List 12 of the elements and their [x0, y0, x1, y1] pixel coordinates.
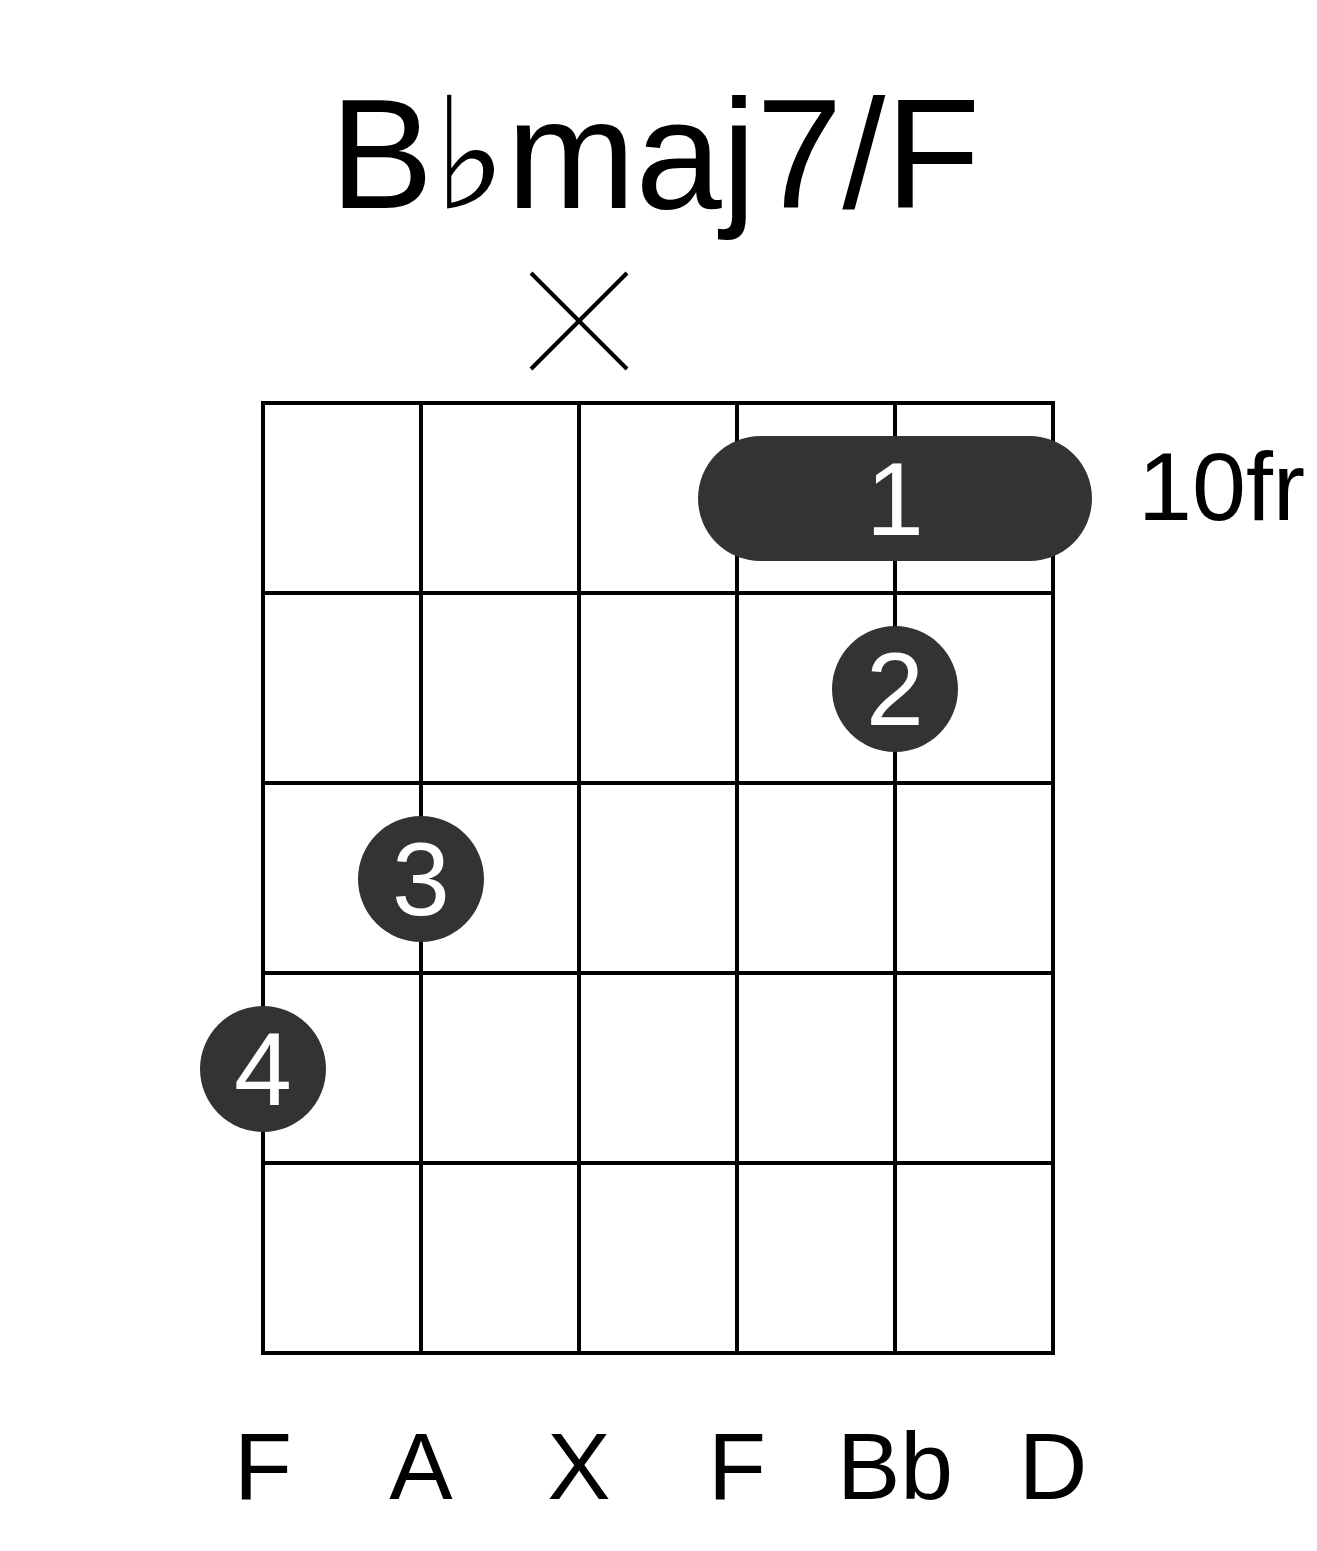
chord-title: B♭maj7/F — [328, 66, 982, 243]
finger-number: 3 — [392, 827, 450, 931]
string-note-label: Bb — [836, 1412, 954, 1522]
finger-number: 2 — [866, 637, 924, 741]
string-note-label: A — [389, 1412, 453, 1522]
string-note-label: F — [708, 1412, 766, 1522]
finger-number: 1 — [866, 446, 924, 551]
string-note-label: F — [234, 1412, 292, 1522]
string-note-label: X — [547, 1412, 611, 1522]
string-note-label: D — [1018, 1412, 1088, 1522]
finger-number: 4 — [234, 1017, 292, 1121]
fret-position-label: 10fr — [1138, 431, 1306, 544]
